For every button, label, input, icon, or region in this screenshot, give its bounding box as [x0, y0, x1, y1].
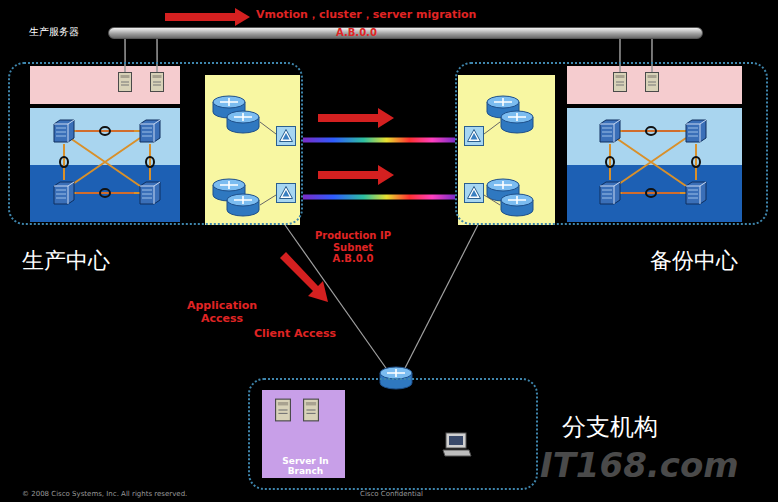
network-link — [125, 39, 157, 62]
annotation-label: Vmotion，cluster，server migration — [256, 9, 476, 22]
annotation-label: Application Access — [184, 300, 260, 325]
optical-link — [303, 194, 455, 199]
network-link — [285, 225, 393, 378]
node-label: 生产中心 — [22, 248, 110, 273]
network-link — [400, 225, 478, 378]
watermark: IT168.com — [540, 446, 739, 485]
annotation-label: Production IP Subnet A.B.0.0 — [312, 230, 394, 265]
footer-note: © 2008 Cisco Systems, Inc. All rights re… — [22, 490, 187, 498]
site-region: 生产中心 — [8, 62, 303, 225]
optical-link — [303, 137, 455, 142]
footer-note: Cisco Confidential — [360, 490, 423, 498]
branch-server-box: Server In Branch — [264, 392, 347, 480]
server-bus-bar: 生产服务器 — [108, 27, 703, 39]
branch-region: 分支机构Server In Branch — [248, 378, 538, 490]
network-link — [620, 39, 652, 62]
node-label: 生产服务器 — [29, 26, 79, 38]
node-label: Server In Branch — [266, 456, 345, 477]
node-label: 备份中心 — [650, 248, 738, 273]
node-label: 分支机构 — [562, 414, 658, 442]
annotation-label: Client Access — [254, 328, 336, 341]
site-region: 备份中心 — [455, 62, 768, 225]
annotation-label: A.B.0.0 — [336, 27, 377, 39]
